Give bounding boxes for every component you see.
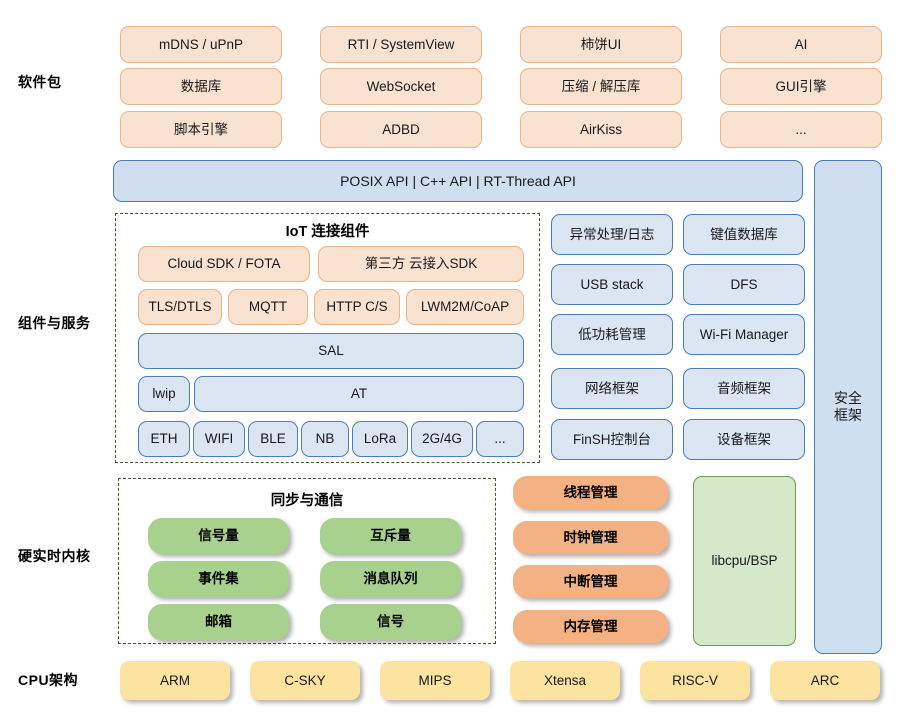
- software-package-item[interactable]: ...: [720, 111, 882, 148]
- software-package-item[interactable]: 压缩 / 解压库: [520, 68, 682, 105]
- software-package-item[interactable]: AirKiss: [520, 111, 682, 148]
- iot-sdk-item[interactable]: Cloud SDK / FOTA: [138, 246, 310, 282]
- sync-group-frame: [118, 478, 496, 644]
- row-label-hard-rt-kernel: 硬实时内核: [18, 548, 91, 564]
- component-item[interactable]: 设备框架: [683, 419, 805, 460]
- kernel-sync-item[interactable]: 互斥量: [320, 518, 461, 554]
- kernel-management-item[interactable]: 时钟管理: [513, 521, 668, 554]
- component-item[interactable]: USB stack: [551, 264, 673, 305]
- cpu-arch-item[interactable]: Xtensa: [510, 661, 620, 700]
- component-item[interactable]: 键值数据库: [683, 214, 805, 255]
- iot-link-item[interactable]: BLE: [248, 421, 298, 457]
- software-package-item[interactable]: mDNS / uPnP: [120, 26, 282, 63]
- iot-protocol-item[interactable]: LWM2M/CoAP: [406, 289, 524, 325]
- cpu-arch-item[interactable]: ARC: [770, 661, 880, 700]
- kernel-sync-item[interactable]: 邮箱: [148, 604, 289, 640]
- libcpu-bsp-panel[interactable]: libcpu/BSP: [693, 476, 796, 646]
- row-label-components-services: 组件与服务: [18, 315, 91, 331]
- kernel-management-item[interactable]: 线程管理: [513, 476, 668, 509]
- cpu-arch-item[interactable]: ARM: [120, 661, 230, 700]
- kernel-sync-item[interactable]: 信号量: [148, 518, 289, 554]
- software-package-item[interactable]: RTI / SystemView: [320, 26, 482, 63]
- iot-link-item[interactable]: ETH: [138, 421, 190, 457]
- cpu-arch-item[interactable]: RISC-V: [640, 661, 750, 700]
- iot-stack-lwip[interactable]: lwip: [138, 376, 190, 412]
- component-item[interactable]: 低功耗管理: [551, 314, 673, 355]
- component-item[interactable]: FinSH控制台: [551, 419, 673, 460]
- kernel-sync-item[interactable]: 信号: [320, 604, 461, 640]
- component-item[interactable]: 异常处理/日志: [551, 214, 673, 255]
- kernel-management-item[interactable]: 中断管理: [513, 565, 668, 598]
- sync-group-title: 同步与通信: [270, 493, 344, 509]
- iot-protocol-item[interactable]: MQTT: [228, 289, 308, 325]
- software-package-item[interactable]: 脚本引擎: [120, 111, 282, 148]
- iot-link-item[interactable]: LoRa: [352, 421, 408, 457]
- iot-protocol-item[interactable]: HTTP C/S: [314, 289, 400, 325]
- component-item[interactable]: 网络框架: [551, 368, 673, 409]
- cpu-arch-item[interactable]: C-SKY: [250, 661, 360, 700]
- iot-link-item[interactable]: ...: [476, 421, 524, 457]
- row-label-cpu-arch: CPU架构: [18, 672, 79, 688]
- row-label-software-package: 软件包: [18, 74, 62, 90]
- software-package-item[interactable]: 数据库: [120, 68, 282, 105]
- component-item[interactable]: Wi-Fi Manager: [683, 314, 805, 355]
- kernel-management-item[interactable]: 内存管理: [513, 610, 668, 643]
- software-package-item[interactable]: AI: [720, 26, 882, 63]
- iot-link-item[interactable]: 2G/4G: [411, 421, 473, 457]
- software-package-item[interactable]: 柿饼UI: [520, 26, 682, 63]
- cpu-arch-item[interactable]: MIPS: [380, 661, 490, 700]
- kernel-sync-item[interactable]: 消息队列: [320, 561, 461, 597]
- iot-sal-bar[interactable]: SAL: [138, 333, 524, 369]
- component-item[interactable]: 音频框架: [683, 368, 805, 409]
- iot-group-title: IoT 连接组件: [285, 224, 370, 240]
- kernel-sync-item[interactable]: 事件集: [148, 561, 289, 597]
- iot-stack-at[interactable]: AT: [194, 376, 524, 412]
- iot-protocol-item[interactable]: TLS/DTLS: [138, 289, 222, 325]
- iot-link-item[interactable]: WIFI: [193, 421, 245, 457]
- component-item[interactable]: DFS: [683, 264, 805, 305]
- software-package-item[interactable]: ADBD: [320, 111, 482, 148]
- software-package-item[interactable]: GUI引擎: [720, 68, 882, 105]
- software-package-item[interactable]: WebSocket: [320, 68, 482, 105]
- iot-group-frame: [115, 213, 540, 463]
- api-bar[interactable]: POSIX API | C++ API | RT-Thread API: [113, 160, 803, 202]
- security-framework-panel[interactable]: 安全 框架: [814, 160, 882, 654]
- iot-sdk-item[interactable]: 第三方 云接入SDK: [318, 246, 524, 282]
- iot-link-item[interactable]: NB: [301, 421, 349, 457]
